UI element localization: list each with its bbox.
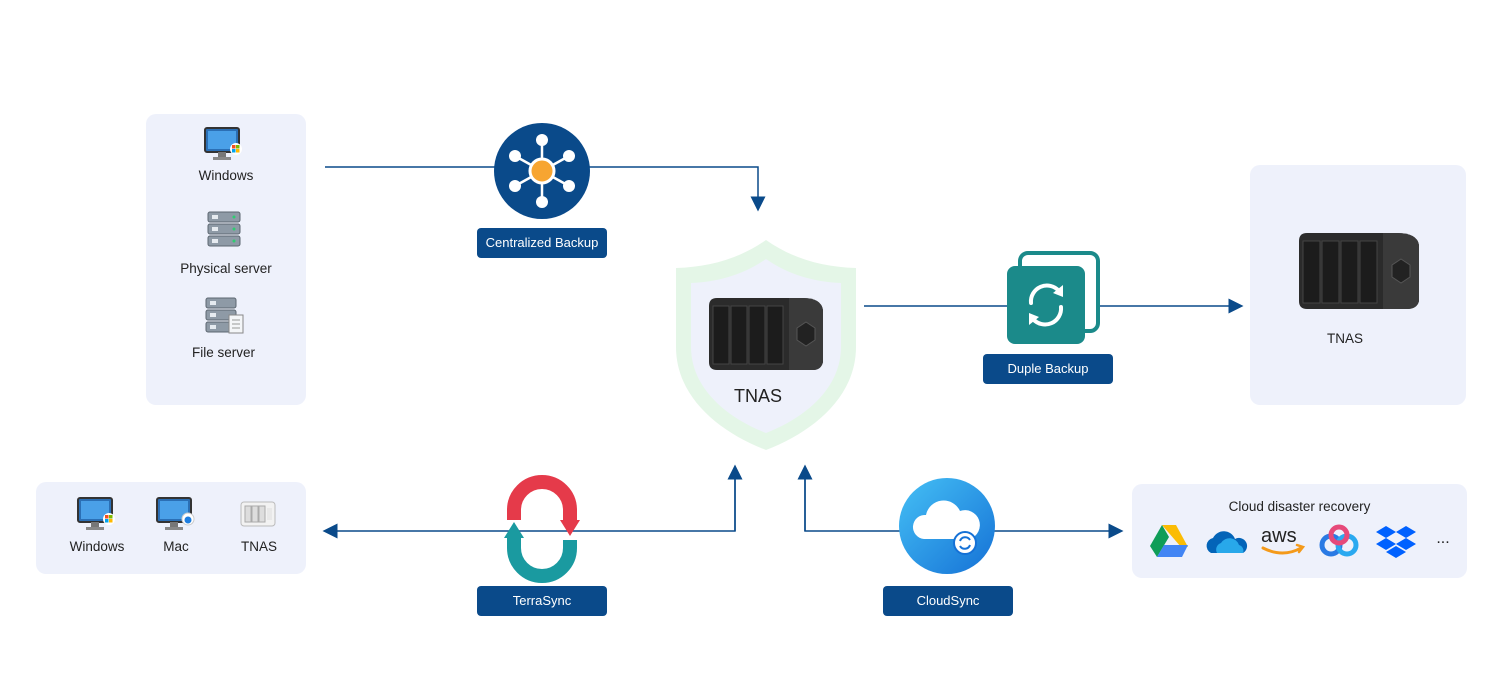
cloudsync-icon: [899, 478, 995, 574]
onedrive-icon: [1206, 531, 1248, 553]
cloudsync-badge: CloudSync: [883, 586, 1013, 616]
mac-monitor-icon: [156, 497, 195, 530]
physical-server-icon: [207, 211, 241, 247]
sync-windows-label: Windows: [69, 539, 125, 554]
centralized-backup-badge: Centralized Backup: [477, 228, 607, 258]
sync-mac-label: Mac: [163, 539, 189, 554]
centralized-backup-icon: [494, 123, 590, 219]
file-server-icon: [205, 297, 244, 334]
duple-backup-badge: Duple Backup: [983, 354, 1113, 384]
target-tnas-label: TNAS: [1326, 331, 1363, 346]
windows-monitor-icon: [204, 127, 242, 160]
duple-backup-icon: [1007, 251, 1100, 344]
dropbox-icon: [1376, 526, 1416, 558]
windows-monitor-icon: [77, 497, 115, 530]
target-tnas-panel: TNAS: [1250, 165, 1466, 405]
more-providers-label: ...: [1436, 530, 1450, 547]
windows-label: Windows: [198, 168, 254, 183]
cloud-recovery-title: Cloud disaster recovery: [1228, 499, 1371, 514]
terrasync-badge: TerraSync: [477, 586, 607, 616]
mini-nas-icon: [240, 501, 276, 527]
file-server-label: File server: [191, 345, 255, 360]
sources-panel: Windows Physical server File server: [146, 114, 306, 405]
target-nas-device-icon: [1299, 233, 1419, 309]
google-drive-icon: [1150, 525, 1188, 557]
center-tnas-label: TNAS: [733, 386, 782, 406]
cloud-recovery-panel: Cloud disaster recovery aws ...: [1132, 484, 1467, 578]
physical-server-label: Physical server: [180, 261, 272, 276]
terrasync-icon: [504, 475, 580, 583]
sync-targets-panel: Windows Mac TNAS: [36, 482, 306, 574]
center-nas-device-icon: [709, 298, 823, 370]
aws-icon: aws: [1261, 525, 1306, 555]
svg-text:aws: aws: [1261, 525, 1297, 547]
sync-tnas-label: TNAS: [240, 539, 277, 554]
centralized-backup-line: [325, 166, 766, 212]
baidu-netdisk-icon: [1319, 524, 1359, 557]
